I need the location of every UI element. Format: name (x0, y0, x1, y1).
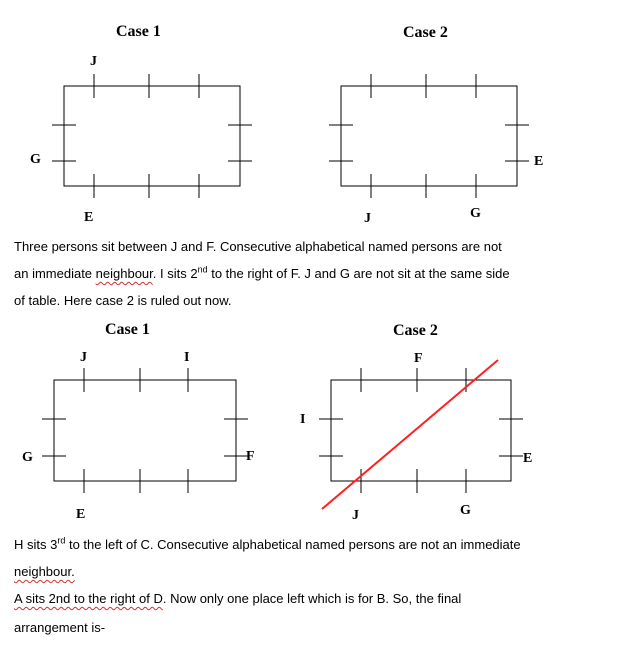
p1l2-pre: an immediate (14, 266, 96, 281)
p2l1-post: to the left of C. Consecutive alphabetic… (65, 537, 521, 552)
p2l2-wavy: neighbour. (14, 564, 75, 579)
paragraph-2-line-3: A sits 2nd to the right of D. Now only o… (14, 591, 574, 606)
p1l2-mid: . I sits 2 (152, 266, 198, 281)
label-e-case2-bottom: E (523, 451, 533, 466)
label-j-case2-bottom: J (352, 508, 359, 523)
label-g-case1-top: G (30, 152, 41, 167)
paragraph-1-line-2: an immediate neighbour. I sits 2nd to th… (14, 264, 574, 281)
label-g-case1-bottom: G (22, 450, 33, 465)
label-f-case1-bottom: F (246, 449, 255, 464)
label-g-case2-top: G (470, 206, 481, 221)
p2l3-wavy: A sits 2nd to the right of D (14, 591, 163, 606)
paragraph-1-line-1: Three persons sit between J and F. Conse… (14, 239, 502, 254)
label-e-case2-top: E (534, 154, 544, 169)
case1-title-bottom: Case 1 (105, 321, 150, 338)
case2-title-top: Case 2 (403, 24, 448, 41)
label-j-case2-top: J (364, 211, 371, 226)
table-case2-bottom (330, 379, 512, 482)
label-j-case1-bottom: J (80, 350, 87, 365)
paragraph-2-line-1: H sits 3rd to the left of C. Consecutive… (14, 535, 574, 552)
p1l2-sup: nd (197, 264, 208, 275)
paragraph-2-line-2: neighbour. (14, 564, 574, 579)
p1l2-post: to the right of F. J and G are not sit a… (207, 266, 510, 281)
paragraph-2-line-4: arrangement is- (14, 620, 106, 635)
label-g-case2-bottom: G (460, 503, 471, 518)
ruled-out-cross-line (321, 359, 499, 510)
p2l3-post: . Now only one place left which is for B… (162, 591, 462, 606)
p2l1-pre: H sits 3 (14, 537, 58, 552)
label-e-case1-top: E (84, 210, 94, 225)
table-case1-top (63, 85, 241, 187)
case1-title-top: Case 1 (116, 23, 161, 40)
label-e-case1-bottom: E (76, 507, 86, 522)
seats-case2-top (329, 74, 529, 198)
label-j-case1-top: J (90, 54, 97, 69)
seats-case2-bottom (319, 368, 523, 493)
label-i-case1-bottom: I (184, 350, 190, 365)
label-f-case2-bottom: F (414, 351, 423, 366)
case2-title-bottom: Case 2 (393, 322, 438, 339)
table-case1-bottom (53, 379, 237, 482)
seats-case1-top (52, 74, 252, 198)
table-case2-top (340, 85, 518, 187)
label-i-case2-bottom: I (300, 412, 306, 427)
seats-case1-bottom (42, 368, 248, 493)
p2l1-sup: rd (57, 535, 66, 546)
paragraph-1-line-3: of table. Here case 2 is ruled out now. (14, 293, 232, 308)
p1l2-wavy: neighbour (95, 266, 153, 281)
